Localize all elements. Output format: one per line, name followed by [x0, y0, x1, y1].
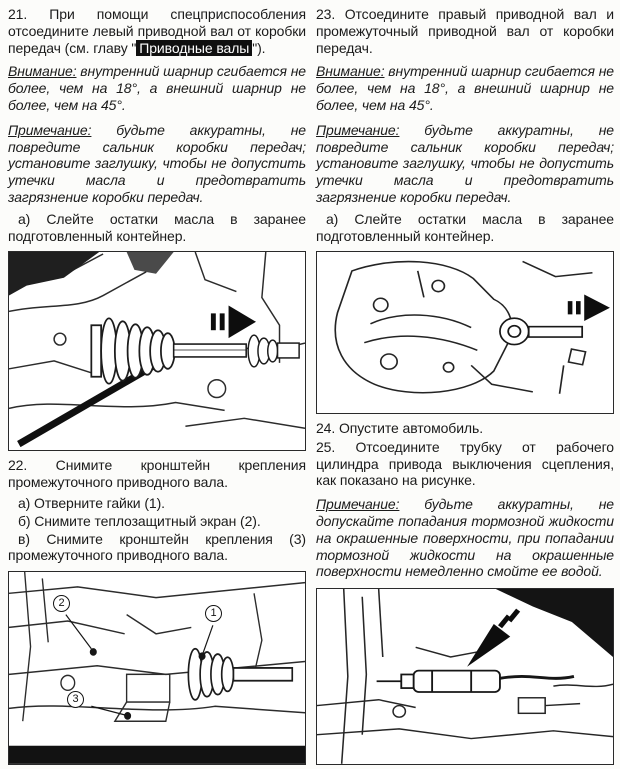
step-22b: б) Снимите теплозащитный экран (2). — [18, 512, 261, 529]
direction-arrow-icon — [567, 294, 610, 322]
drive-shaft — [172, 343, 247, 359]
note-label: Примечание: — [316, 496, 400, 513]
hydraulic-tube — [499, 675, 575, 680]
step-23a: а) Слейте остатки масла в заранее подгот… — [316, 210, 614, 244]
note-text: будьте аккуратны, не допускайте попадани… — [316, 496, 614, 580]
step-21-text: 21. При помощи спецприспособления отсоед… — [8, 6, 306, 56]
warning-text: внутренний шарнир сгибается не более, че… — [316, 63, 614, 113]
transmission-housing — [334, 261, 513, 394]
step-24: 24. Опустите автомобиль. — [316, 420, 483, 436]
note-label: Примечание: — [8, 121, 92, 138]
direction-arrow-icon — [210, 305, 256, 339]
warning-text: внутренний шарнир сгибается не более, че… — [8, 63, 306, 113]
right-drive-shaft — [499, 317, 584, 346]
warning-label: Внимание: — [8, 63, 77, 80]
left-column: 21. При помощи спецприспособления отсоед… — [8, 6, 306, 765]
callout-2: 2 — [53, 595, 70, 613]
step-25: 25. Отсоедините трубку от рабочего цилин… — [316, 438, 614, 489]
warning-note-23: Внимание: внутренний шарнир сгибается не… — [316, 63, 614, 113]
step-22: 22. Снимите кронштейн крепления промежут… — [8, 457, 306, 491]
note-label: Примечание: — [316, 121, 400, 138]
note-text: будьте аккуратны, не повредите сальник к… — [8, 121, 306, 205]
figure-disconnect-left-drive-shaft — [8, 251, 306, 452]
step-22a: а) Отверните гайки (1). — [18, 494, 165, 511]
caution-note-21: Примечание: будьте аккуратны, не повреди… — [8, 122, 306, 206]
warning-note-21: Внимание: внутренний шарнир сгибается не… — [8, 63, 306, 113]
step-21-tail: "). — [252, 39, 266, 56]
caution-note-23: Примечание: будьте аккуратны, не повреди… — [316, 122, 614, 206]
intermediate-shaft — [187, 647, 294, 701]
note-text: будьте аккуратны, не повредите сальник к… — [316, 121, 614, 205]
callout-3: 3 — [67, 691, 84, 709]
step-21a: а) Слейте остатки масла в заранее подгот… — [8, 210, 306, 244]
figure-4-drawing — [317, 589, 613, 764]
right-column: 23. Отсоедините правый приводной вал и п… — [316, 6, 614, 765]
warning-label: Внимание: — [316, 63, 385, 80]
direction-arrow-icon — [467, 608, 521, 667]
chapter-link-drive-shafts[interactable]: Приводные валы — [136, 39, 253, 56]
callout-leader-lines — [65, 614, 214, 720]
caution-note-25: Примечание: будьте аккуратны, не допуска… — [316, 496, 614, 580]
clutch-slave-cylinder — [376, 669, 575, 694]
figure-clutch-slave-cylinder-tube — [316, 588, 614, 765]
step-23: 23. Отсоедините правый приводной вал и п… — [316, 6, 614, 56]
figure-intermediate-shaft-bracket: 2 1 3 — [8, 571, 306, 765]
step-22c: в) Снимите кронштейн крепления (3) проме… — [8, 530, 306, 564]
cv-boot — [90, 317, 176, 385]
figure-1-drawing — [9, 252, 305, 451]
figure-3-drawing — [317, 252, 613, 413]
figure-disconnect-right-drive-shaft — [316, 251, 614, 414]
callout-1: 1 — [205, 604, 222, 622]
step-21: 21. При помощи спецприспособления отсоед… — [8, 6, 306, 56]
